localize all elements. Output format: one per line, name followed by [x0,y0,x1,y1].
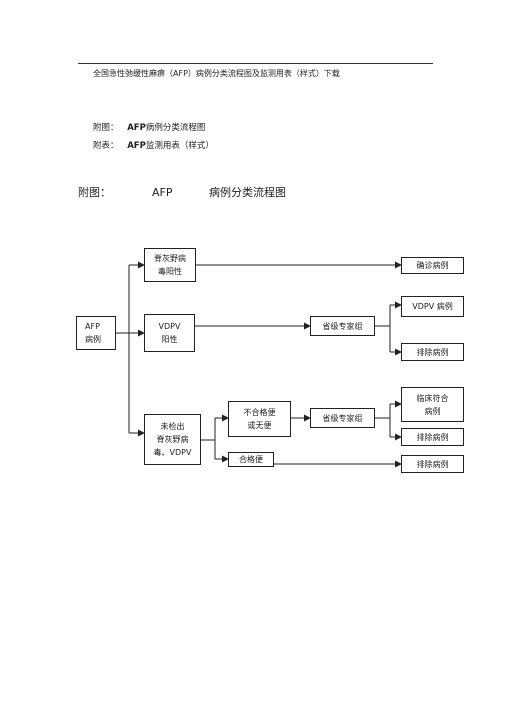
confirmed-case-box: 确诊病例 [401,257,464,274]
attachment-text: 监测用表（样式） [145,141,214,151]
attachment-item-figure: 附图： AFP病例分类流程图 [93,122,205,134]
header-title: 全国急性弛缓性麻痹（AFP）病例分类流程图及监测用表（样式）下载 [93,69,340,78]
attachment-text: 病例分类流程图 [145,123,206,133]
attachment-item-table: 附表： AFP监测用表（样式） [93,140,214,152]
clinical-compatible-case-box: 临床符合 病例 [401,387,464,422]
attachment-label: 附表： [93,141,119,151]
excluded-case-box: 排除病例 [401,343,464,361]
attachment-code: AFP [127,141,146,151]
expert-group-box: 省级专家组 [310,316,375,336]
figure-heading-label: 附图： [78,186,111,199]
excluded-case-box: 排除病例 [401,428,464,446]
attachment-code: AFP [127,123,146,133]
expert-group-box: 省级专家组 [310,408,375,428]
afp-case-box: AFP 病例 [76,316,116,350]
not-detected-box: 未检出 脊灰野病 毒、VDPV [144,414,201,465]
wild-virus-positive-box: 脊灰野病 毒阳性 [144,248,196,282]
attachment-label: 附图： [93,123,119,133]
vdpv-case-box: VDPV 病例 [401,296,464,317]
unqualified-stool-box: 不合格便 或无便 [228,401,291,437]
qualified-stool-box: 合格便 [228,452,274,467]
figure-heading-title: 病例分类流程图 [209,186,286,199]
excluded-case-box: 排除病例 [401,455,464,473]
vdpv-positive-box: VDPV 阳性 [144,314,195,352]
figure-heading-code: AFP [152,186,173,199]
header-rule [78,63,433,64]
